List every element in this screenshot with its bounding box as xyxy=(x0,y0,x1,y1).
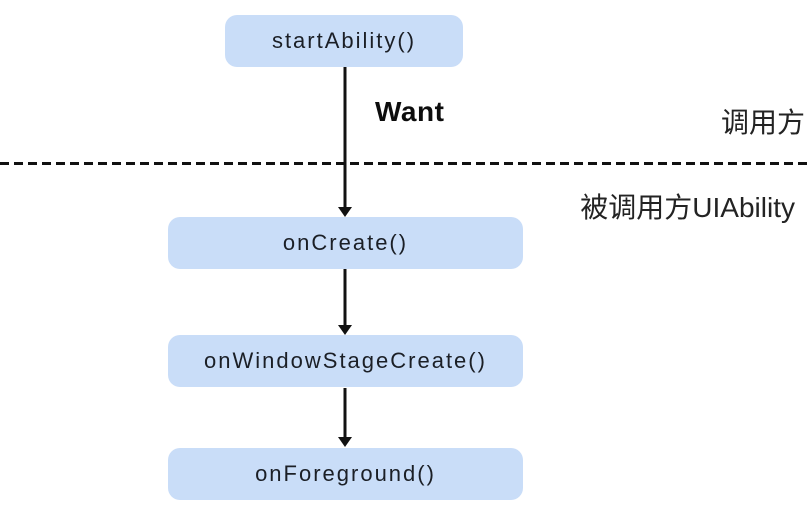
callee-side-label: 被调用方UIAbility xyxy=(580,192,795,223)
arrow-shaft xyxy=(343,67,347,210)
arrowhead-down-icon xyxy=(338,325,352,335)
arrowhead-down-icon xyxy=(338,437,352,447)
arrow-shaft xyxy=(343,269,347,328)
arrowhead-down-icon xyxy=(338,207,352,217)
caller-side-label: 调用方 xyxy=(720,107,805,138)
arrow-shaft xyxy=(343,388,347,440)
node-onforeground: onForeground() xyxy=(168,448,523,500)
node-oncreate: onCreate() xyxy=(168,217,523,269)
arrow-onwindowstagecreate-to-onforeground xyxy=(338,388,352,447)
arrow-startability-to-oncreate xyxy=(338,67,352,217)
node-startability: startAbility() xyxy=(225,15,463,67)
node-onwindowstagecreate: onWindowStageCreate() xyxy=(168,335,523,387)
process-boundary-dashed-line xyxy=(0,162,812,165)
arrow-oncreate-to-onwindowstagecreate xyxy=(338,269,352,335)
want-edge-label: Want xyxy=(375,96,445,127)
